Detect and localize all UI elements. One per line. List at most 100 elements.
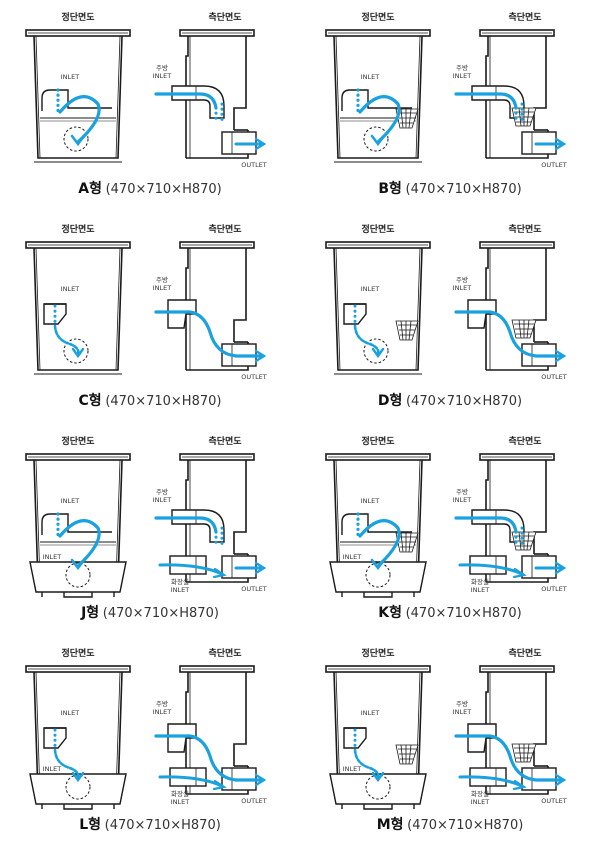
front-outlet-circle: [63, 126, 89, 152]
side-section-title: 측단면도: [508, 647, 542, 659]
front-inlet-label: INLET: [361, 497, 380, 505]
outlet-label: OUTLET: [241, 161, 267, 169]
front-body: [33, 35, 123, 159]
side-section-title: 측단면도: [508, 223, 542, 235]
type-caption: C형 (470×710×H870): [0, 390, 300, 410]
front-flow: [353, 304, 385, 359]
front-view: [325, 241, 431, 375]
toilet-inlet-label: INLET: [471, 798, 490, 806]
toilet-inlet-label: INLET: [171, 798, 190, 806]
front-flow: [353, 728, 385, 783]
side-flow: [454, 310, 567, 363]
front-inlet-label: INLET: [61, 73, 80, 81]
front-inlet-label: INLET: [61, 285, 80, 293]
type-panel-m: 정단면도 측단면도 INLET: [300, 644, 600, 856]
type-label: K형: [378, 605, 402, 621]
type-label: L형: [79, 817, 102, 833]
type-caption: D형 (470×710×H870): [300, 390, 600, 410]
side-toilet-flow: [158, 563, 227, 579]
type-panel-b: 정단면도 측단면도 INLET: [300, 8, 600, 220]
type-caption: L형 (470×710×H870): [0, 814, 300, 834]
front-basket: [395, 744, 419, 765]
front-flow: [356, 88, 401, 147]
kitchen-inlet-label: INLET: [453, 708, 472, 716]
toilet-label: 화장실: [171, 577, 189, 586]
side-inlet-pipe: [167, 299, 197, 329]
kitchen-label: 주방: [156, 63, 168, 72]
kitchen-inlet-label: INLET: [153, 708, 172, 716]
type-caption: A형 (470×710×H870): [0, 178, 300, 198]
type-dims: (470×710×H870): [407, 818, 524, 833]
front-outlet-circle: [363, 338, 389, 364]
front-inlet-label: INLET: [361, 285, 380, 293]
front-inlet-label: INLET: [361, 73, 380, 81]
front-section-title: 정단면도: [361, 11, 395, 23]
cross-section-drawing: 정단면도 측단면도 INLET: [25, 11, 267, 169]
front-flow: [56, 512, 101, 571]
front-toilet-inlet-label: INLET: [343, 553, 362, 561]
side-view: [479, 29, 555, 159]
side-basket: [511, 107, 537, 127]
side-basket: [511, 743, 537, 763]
front-basket: [395, 108, 419, 129]
side-inlet-pipe: [167, 723, 197, 753]
type-caption: J형 (470×710×H870): [0, 602, 300, 622]
side-inlet-pipe: [467, 723, 497, 753]
outlet-label: OUTLET: [541, 585, 567, 593]
front-inlet-label: INLET: [361, 709, 380, 717]
side-flow: [154, 516, 267, 575]
front-flow: [53, 304, 85, 359]
type-panel-c: 정단면도 측단면도 INLET: [0, 220, 300, 432]
front-flow: [56, 88, 101, 147]
type-caption: K형 (470×710×H870): [300, 602, 600, 622]
side-section-title: 측단면도: [508, 435, 542, 447]
toilet-inlet-label: INLET: [171, 586, 190, 594]
type-caption: B형 (470×710×H870): [300, 178, 600, 198]
side-toilet-flow: [158, 775, 227, 791]
front-view: [325, 29, 431, 163]
type-label: A형: [78, 181, 102, 197]
front-body: [33, 247, 123, 371]
type-dims: (470×710×H870): [405, 182, 522, 197]
type-label: D형: [377, 393, 403, 409]
kitchen-inlet-label: INLET: [153, 496, 172, 504]
kitchen-inlet-label: INLET: [453, 72, 472, 80]
side-toilet-flow: [458, 563, 527, 579]
front-basket: [395, 532, 419, 553]
type-panel-d: 정단면도 측단면도 INLET: [300, 220, 600, 432]
kitchen-label: 주방: [456, 487, 468, 496]
front-section-title: 정단면도: [361, 647, 395, 659]
kitchen-label: 주방: [156, 487, 168, 496]
front-outlet-circle: [363, 126, 389, 152]
side-section-title: 측단면도: [208, 647, 242, 659]
side-flow: [454, 92, 567, 151]
kitchen-label: 주방: [156, 699, 168, 708]
front-section-title: 정단면도: [61, 223, 95, 235]
type-label: J형: [81, 605, 100, 621]
kitchen-label: 주방: [156, 275, 168, 284]
cross-section-drawing: 정단면도 측단면도 INLET: [325, 435, 567, 598]
front-section-title: 정단면도: [361, 223, 395, 235]
side-section-title: 측단면도: [208, 223, 242, 235]
front-toilet-chamber: [329, 773, 427, 810]
front-view: [25, 29, 131, 163]
front-section-title: 정단면도: [61, 435, 95, 447]
type-caption: M형 (470×710×H870): [300, 814, 600, 834]
cross-section-drawing: 정단면도 측단면도 INLET: [25, 223, 267, 381]
front-section-title: 정단면도: [61, 647, 95, 659]
cross-section-drawing: 정단면도 측단면도 INLET: [325, 11, 567, 169]
type-dims: (470×710×H870): [105, 182, 222, 197]
side-section-title: 측단면도: [508, 11, 542, 23]
front-body: [333, 35, 423, 159]
front-toilet-inlet-label: INLET: [43, 765, 62, 773]
side-flow: [454, 516, 567, 575]
type-panel-k: 정단면도 측단면도 INLET: [300, 432, 600, 644]
front-body: [333, 247, 423, 371]
front-flow: [356, 512, 401, 571]
cross-section-drawing: 정단면도 측단면도 INLET: [325, 223, 567, 381]
type-label: M형: [376, 817, 404, 833]
front-toilet-inlet-label: INLET: [43, 553, 62, 561]
kitchen-label: 주방: [456, 699, 468, 708]
side-flow: [454, 734, 567, 787]
type-label: C형: [78, 393, 102, 409]
